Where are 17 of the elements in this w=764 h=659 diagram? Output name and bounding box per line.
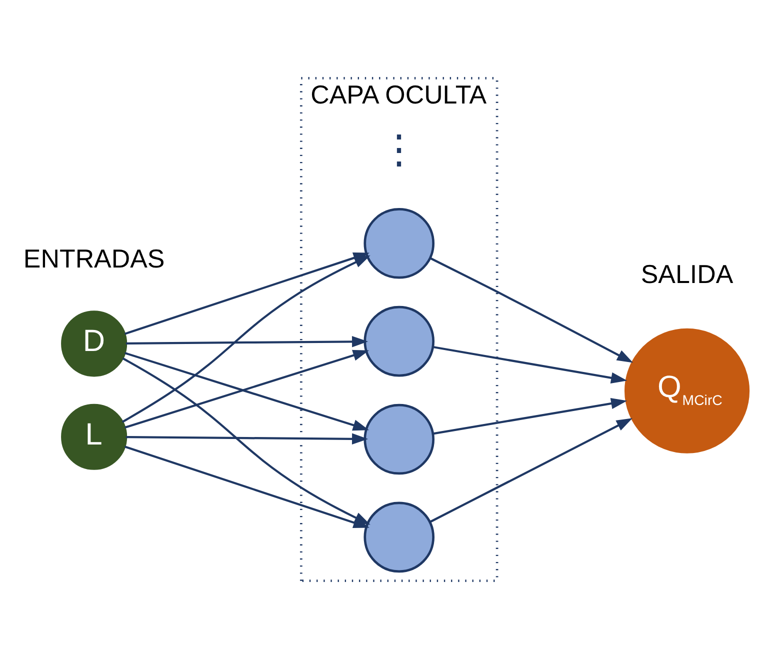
arrow <box>432 346 628 384</box>
arrow <box>126 336 368 348</box>
node-circle: L <box>61 404 128 470</box>
node-circle <box>364 404 434 475</box>
arrow <box>126 433 368 444</box>
node-circle <box>364 208 434 279</box>
arrow <box>122 255 370 423</box>
label: ⋮ <box>379 126 420 172</box>
arrow <box>430 257 634 363</box>
arrow <box>432 398 628 435</box>
node-circle: D <box>61 310 128 377</box>
arrow <box>429 418 633 523</box>
node-circle <box>364 502 434 573</box>
node-circle: Q$_{MCirC}$ <box>622 326 752 456</box>
node-circle <box>364 306 434 377</box>
label: ENTRADAS <box>23 244 165 274</box>
label: SALIDA <box>640 259 734 290</box>
